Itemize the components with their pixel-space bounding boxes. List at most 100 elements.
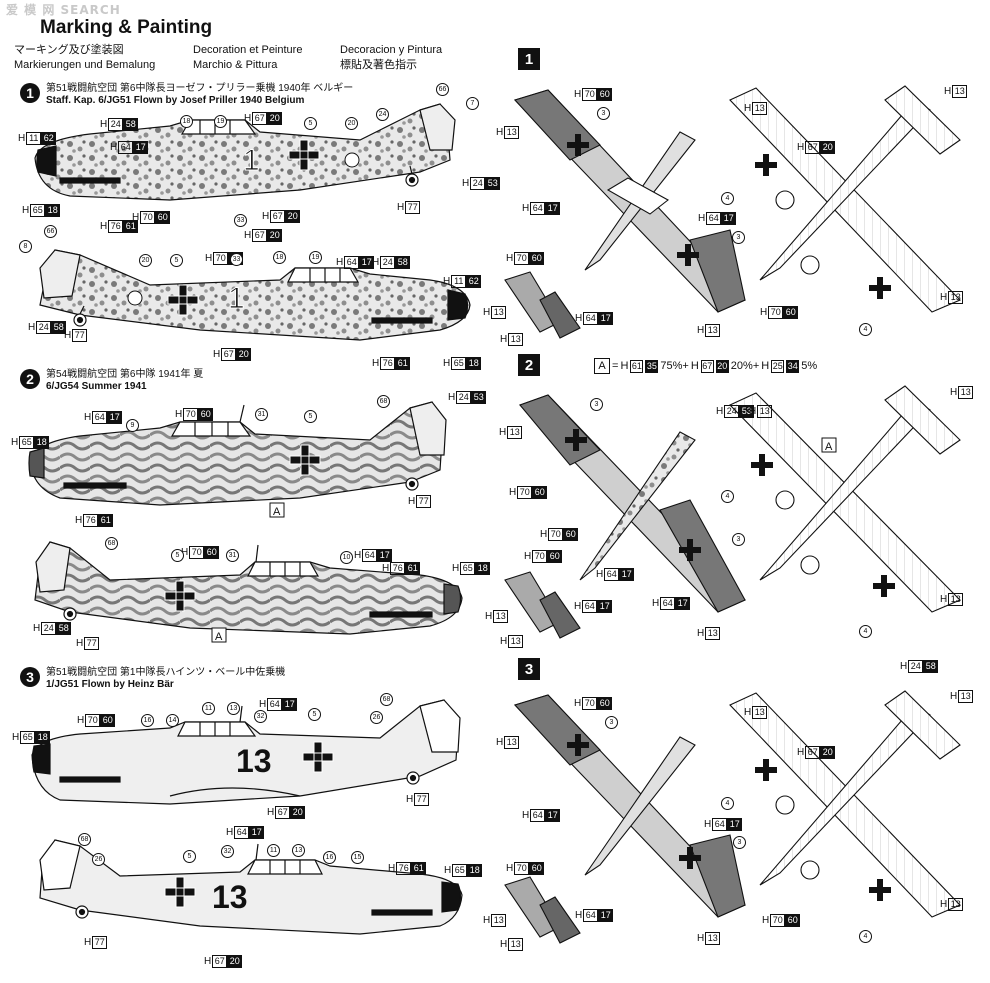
paint-code-ref: 62 [41, 132, 57, 145]
paint-code-prefix: H [744, 707, 752, 718]
paint-code-number: 70 [514, 862, 530, 875]
decal-callout: 5 [304, 410, 317, 423]
paint-code-number: 64 [92, 411, 108, 424]
paint-code-prefix: H [596, 569, 604, 580]
paint-code-prefix: H [132, 212, 140, 223]
paint-code-prefix: H [704, 819, 712, 830]
scheme-1-text: 第51戦闘航空団 第6中隊長ヨーゼフ・プリラー乗機 1940年 ベルギー Sta… [46, 83, 353, 107]
watermark: 爱 模 网 SEARCH [6, 3, 121, 17]
paint-code-ref: 60 [529, 862, 545, 875]
paint-code-ref: 17 [107, 411, 123, 424]
decal-callout: 68 [105, 537, 118, 550]
mix-p3-h: H [761, 360, 770, 372]
paint-code-ref: 58 [51, 321, 67, 334]
decal-callout: 13 [292, 844, 305, 857]
paint-code-ref: 18 [34, 436, 50, 449]
paint-code-number: 64 [530, 202, 546, 215]
scheme-3-side-right [39, 839, 463, 935]
paint-code-number: 13 [705, 932, 721, 945]
scheme-3-text: 第51戦闘航空団 第1中隊長ハインツ・ベール中佐乗機 1/JG51 Flown … [46, 667, 285, 691]
paint-code-ref: 17 [133, 141, 149, 154]
paint-code-ref: 61 [405, 562, 421, 575]
paint-code-number: 11 [26, 132, 42, 145]
scheme-2-text: 第54戦闘航空団 第6中隊 1941年 夏 6/JG54 Summer 1941 [46, 369, 203, 393]
paint-code-prefix: H [75, 515, 83, 526]
scheme-2-plan-top [504, 394, 746, 639]
paint-code-number: 13 [493, 610, 509, 623]
scheme-3-badge: 3 [20, 667, 40, 687]
paint-code-number: 77 [405, 201, 421, 214]
paint-code-number: 64 [583, 909, 599, 922]
paint-code-prefix: H [522, 203, 530, 214]
paint-code-prefix: H [18, 133, 26, 144]
paint-code-ref: 60 [597, 88, 613, 101]
page-title: Marking & Painting [40, 17, 213, 38]
header-fr: Decoration et Peinture [193, 44, 303, 56]
paint-code-ref: 60 [155, 211, 171, 224]
paint-code-number: 65 [30, 204, 46, 217]
paint-code-number: 24 [470, 177, 486, 190]
paint-code-prefix: H [797, 142, 805, 153]
paint-code-prefix: H [697, 628, 705, 639]
paint-code-ref: 60 [597, 697, 613, 710]
header-es-cn: Decoracion y Pintura 標貼及著色指示 [340, 43, 442, 73]
paint-code-number: 70 [213, 252, 229, 265]
paint-code-prefix: H [181, 547, 189, 558]
paint-code-number: 64 [530, 809, 546, 822]
paint-code-number: 13 [952, 85, 968, 98]
paint-code-ref: 17 [675, 597, 691, 610]
paint-code-number: 13 [508, 938, 524, 951]
scheme-2-plan-panel-a: A [825, 441, 833, 453]
decal-callout: 10 [340, 551, 353, 564]
paint-code-prefix: H [522, 810, 530, 821]
paint-code-ref: 17 [377, 549, 393, 562]
paint-code-number: 64 [234, 826, 250, 839]
paint-code-prefix: H [496, 127, 504, 138]
header-it: Marchio & Pittura [193, 59, 278, 71]
paint-code-number: 64 [344, 256, 360, 269]
mix-p1-h: H [620, 360, 629, 372]
paint-code-number: 65 [460, 562, 476, 575]
scheme-2-side-right [34, 541, 463, 635]
paint-code-prefix: H [77, 715, 85, 726]
decal-callout: 13 [227, 702, 240, 715]
decal-callout: 24 [376, 108, 389, 121]
scheme-2-plan-bottom [729, 385, 961, 613]
paint-code-prefix: H [575, 313, 583, 324]
decal-callout: 19 [309, 251, 322, 264]
paint-code-prefix: H [443, 276, 451, 287]
paint-code-ref: 17 [597, 600, 613, 613]
mix-p1-pct: 75%+ [660, 360, 689, 372]
paint-code-prefix: H [226, 827, 234, 838]
paint-code-prefix: H [382, 563, 390, 574]
paint-code-ref: 60 [204, 546, 220, 559]
paint-code-number: 76 [380, 357, 396, 370]
paint-code-number: 13 [705, 627, 721, 640]
paint-code-prefix: H [100, 221, 108, 232]
paint-code-ref: 58 [123, 118, 139, 131]
paint-code-prefix: H [84, 412, 92, 423]
decal-callout: 5 [170, 254, 183, 267]
